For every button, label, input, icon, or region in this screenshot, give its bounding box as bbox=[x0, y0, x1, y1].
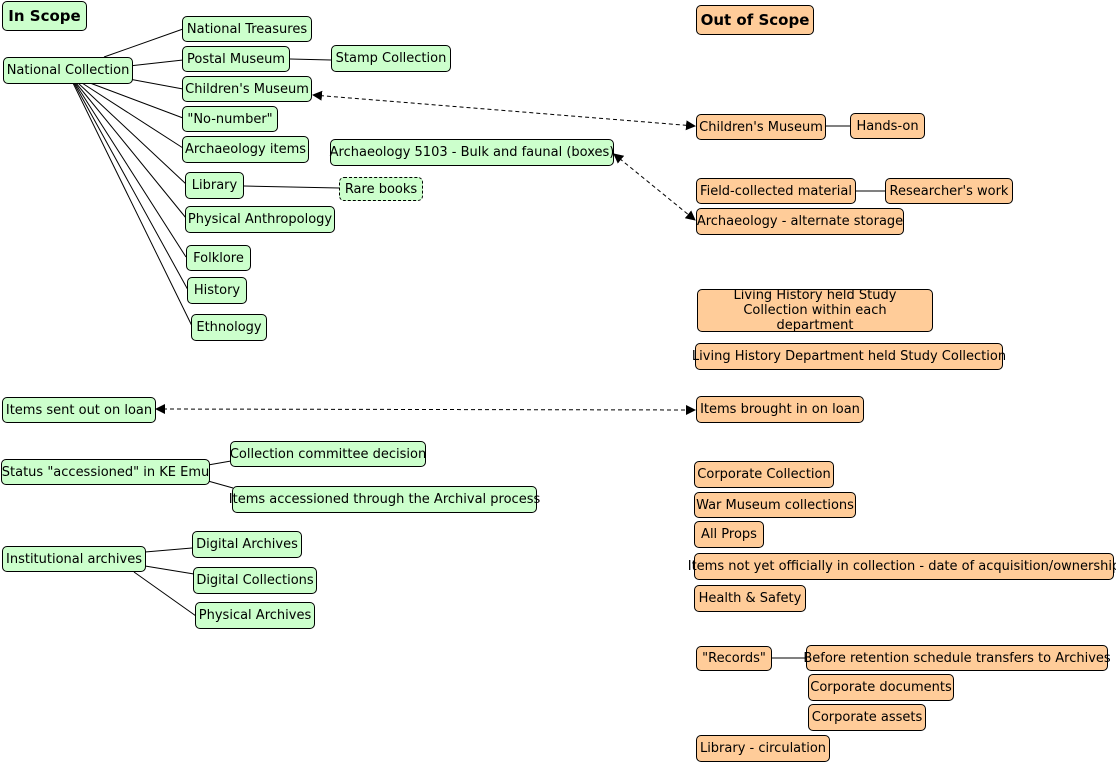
out-of-scope-header: Out of Scope bbox=[696, 5, 814, 35]
link-digital-collections bbox=[144, 565, 195, 575]
node-physical-archives[interactable]: Physical Archives bbox=[195, 602, 315, 629]
arrow-archaeology bbox=[613, 153, 696, 221]
link-stamp-collection bbox=[289, 58, 332, 61]
node-childrens-museum-out[interactable]: Children's Museum bbox=[696, 114, 826, 140]
node-stamp-collection[interactable]: Stamp Collection bbox=[331, 45, 451, 72]
link-library bbox=[77, 82, 187, 185]
node-researchers-work[interactable]: Researcher's work bbox=[885, 178, 1013, 204]
node-national-treasures[interactable]: National Treasures bbox=[182, 16, 312, 42]
link-childrens-museum bbox=[128, 78, 184, 90]
node-items-not-yet-official[interactable]: Items not yet officially in collection -… bbox=[688, 553, 1116, 580]
node-archaeology-5103[interactable]: Archaeology 5103 - Bulk and faunal (boxe… bbox=[330, 139, 614, 166]
arrow-loans bbox=[155, 404, 696, 415]
node-digital-collections[interactable]: Digital Collections bbox=[193, 567, 317, 594]
link-physical-anthropology bbox=[75, 82, 187, 219]
link-archaeology-items bbox=[81, 82, 184, 149]
node-national-collection[interactable]: National Collection bbox=[3, 57, 133, 84]
node-library[interactable]: Library bbox=[185, 172, 244, 199]
node-no-number[interactable]: "No-number" bbox=[182, 106, 278, 132]
node-collection-committee-decision[interactable]: Collection committee decision bbox=[230, 441, 426, 467]
node-all-props[interactable]: All Props bbox=[694, 521, 764, 548]
node-archaeology-items[interactable]: Archaeology items bbox=[182, 136, 309, 163]
link-postal-museum bbox=[128, 59, 184, 67]
link-history bbox=[73, 82, 189, 291]
node-war-museum-collections[interactable]: War Museum collections bbox=[694, 492, 856, 518]
node-living-history-department[interactable]: Living History Department held Study Col… bbox=[692, 343, 1006, 370]
node-records[interactable]: "Records" bbox=[696, 646, 772, 671]
link-no-number bbox=[89, 82, 184, 119]
node-childrens-museum-in[interactable]: Children's Museum bbox=[182, 76, 312, 102]
node-corporate-collection[interactable]: Corporate Collection bbox=[694, 461, 834, 488]
link-folklore bbox=[74, 82, 187, 258]
node-items-accessioned-archival[interactable]: Items accessioned through the Archival p… bbox=[229, 486, 540, 513]
node-field-collected-material[interactable]: Field-collected material bbox=[696, 178, 856, 204]
node-health-safety[interactable]: Health & Safety bbox=[694, 585, 806, 612]
node-archaeology-alternate-storage[interactable]: Archaeology - alternate storage bbox=[696, 208, 904, 235]
node-items-sent-out-on-loan[interactable]: Items sent out on loan bbox=[2, 397, 156, 423]
link-collection-committee bbox=[207, 460, 232, 466]
link-national-treasures bbox=[103, 28, 184, 58]
node-before-retention-schedule[interactable]: Before retention schedule transfers to A… bbox=[803, 645, 1111, 671]
node-ethnology[interactable]: Ethnology bbox=[191, 314, 267, 341]
in-scope-header: In Scope bbox=[2, 1, 87, 31]
link-ethnology bbox=[72, 82, 193, 327]
node-status-accessioned[interactable]: Status "accessioned" in KE Emu bbox=[1, 459, 210, 485]
arrow-childrens-museum bbox=[312, 90, 696, 131]
node-corporate-documents[interactable]: Corporate documents bbox=[808, 674, 954, 701]
link-digital-archives bbox=[144, 547, 193, 553]
link-archival-process bbox=[207, 480, 234, 489]
node-postal-museum[interactable]: Postal Museum bbox=[182, 46, 290, 72]
node-corporate-assets[interactable]: Corporate assets bbox=[808, 704, 926, 731]
node-history[interactable]: History bbox=[187, 277, 247, 304]
node-hands-on[interactable]: Hands-on bbox=[850, 113, 925, 139]
node-library-circulation[interactable]: Library - circulation bbox=[696, 735, 830, 762]
node-digital-archives[interactable]: Digital Archives bbox=[192, 531, 302, 558]
node-living-history-each-department[interactable]: Living History held Study Collection wit… bbox=[697, 288, 933, 333]
node-items-brought-in-on-loan[interactable]: Items brought in on loan bbox=[696, 396, 864, 423]
node-institutional-archives[interactable]: Institutional archives bbox=[2, 546, 146, 572]
node-physical-anthropology[interactable]: Physical Anthropology bbox=[185, 206, 335, 233]
link-rare-books bbox=[243, 185, 340, 189]
node-rare-books[interactable]: Rare books bbox=[339, 177, 423, 201]
link-physical-archives bbox=[133, 571, 197, 617]
node-folklore[interactable]: Folklore bbox=[186, 245, 251, 271]
